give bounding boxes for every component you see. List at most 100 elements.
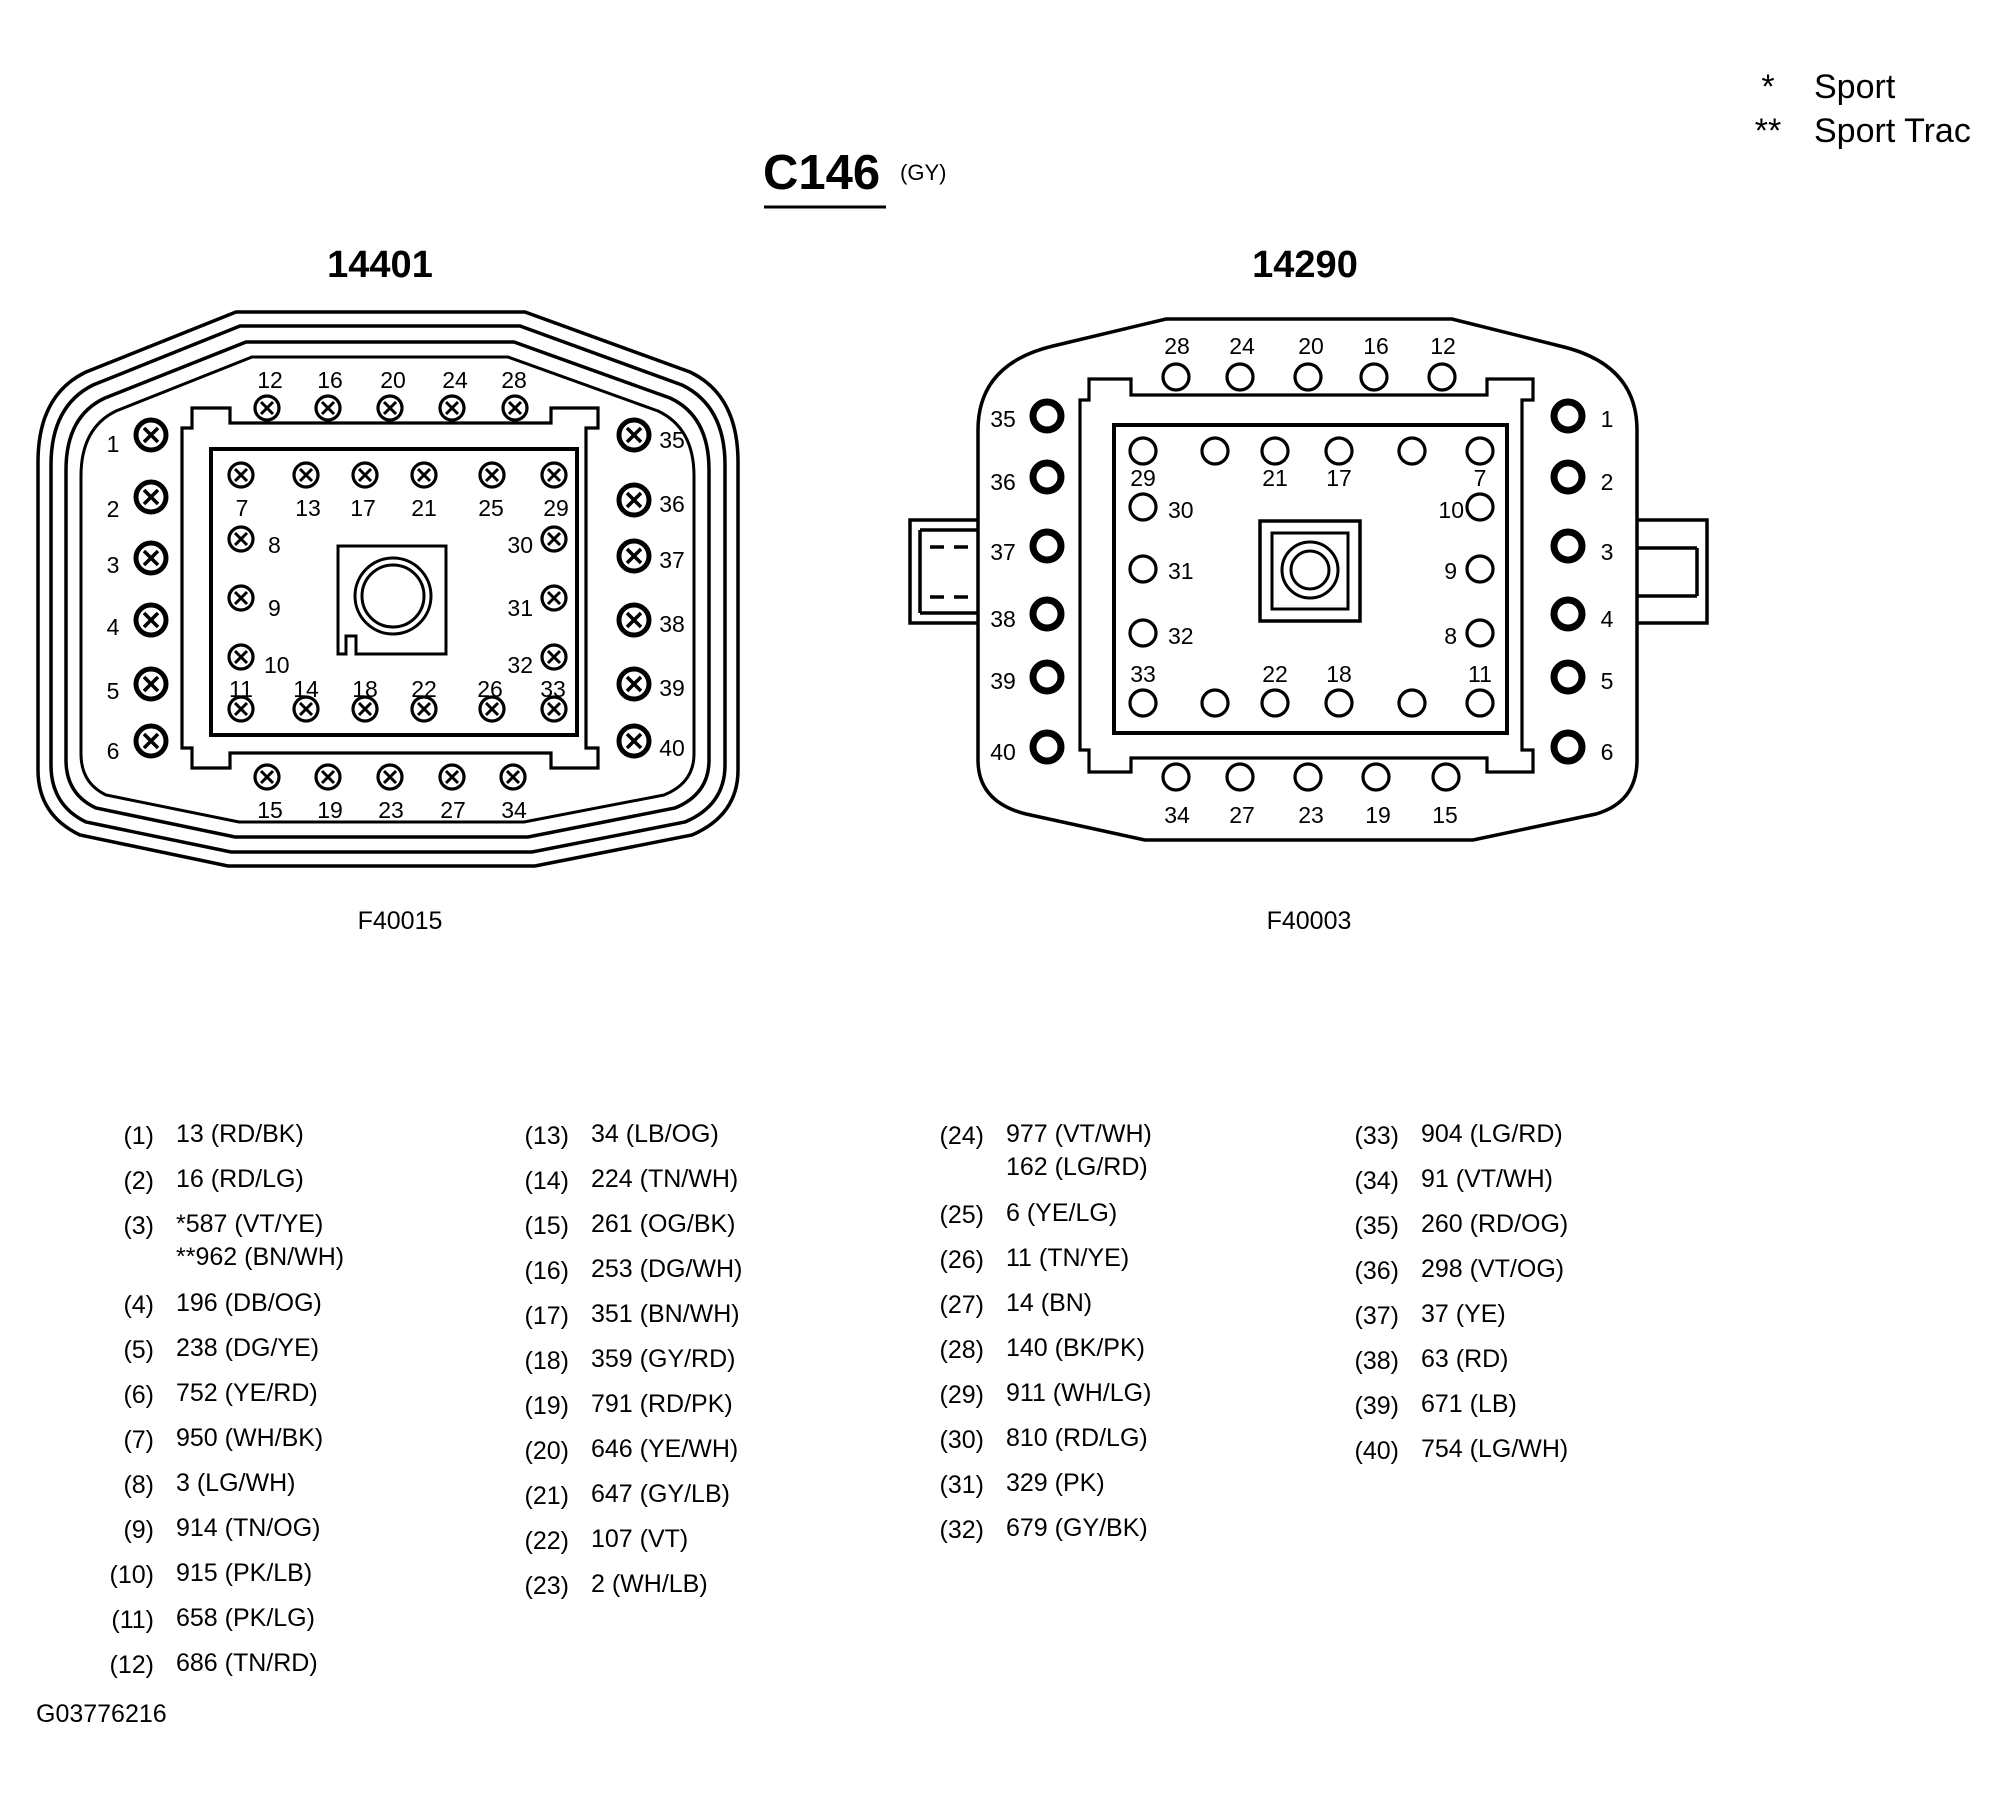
pin-terminal [1465,436,1495,466]
right-center-key [1258,519,1362,623]
pin-terminal [136,482,166,512]
pin-terminal [1128,554,1158,584]
left-side-pins: 1 2 3 4 5 6 [107,420,166,764]
pin-terminal [1029,596,1065,632]
pin-label: 36 [659,491,685,517]
pin-number: (37) [1354,1302,1399,1330]
pin-label: 30 [507,532,533,558]
pin-number: (11) [111,1606,154,1634]
pin-number: (40) [1354,1437,1399,1465]
pin-number: (16) [524,1257,569,1285]
pin-table-row: (40) 754 (LG/WH) [1353,1435,1733,1482]
pin-number: (14) [524,1167,569,1195]
circuit-code: 34 (LB/OG) [591,1120,719,1148]
left-part-number: 14401 [327,244,433,286]
pin-table-row: (12) 686 (TN/RD) [108,1649,488,1696]
circuit-codes: 810 (RD/LG) [1006,1422,1148,1455]
pin-terminal [1397,688,1427,718]
pin-terminal [540,461,568,489]
pin-terminal [1550,398,1586,434]
right-bottom-pins [1161,762,1461,792]
pin-label: 31 [1168,558,1194,584]
circuit-code: 351 (BN/WH) [591,1300,740,1328]
pin-table-column: (24)977 (VT/WH)162 (LG/RD)(25)6 (YE/LG)(… [938,1120,1318,1561]
pin-label: 7 [236,495,249,521]
pin-label: 25 [478,495,504,521]
left-top-pins: 12 16 20 24 28 [253,367,529,422]
pin-table-row: (21)647 (GY/LB) [523,1480,903,1527]
circuit-code: 658 (PK/LG) [176,1604,315,1632]
pin-number: (1) [123,1122,154,1150]
circuit-code: 647 (GY/LB) [591,1480,730,1508]
pin-terminal [1029,459,1065,495]
pin-label: 22 [411,676,437,702]
pin-number: (3) [123,1212,154,1240]
pin-number: (25) [939,1201,984,1229]
pin-terminal [1029,729,1065,765]
pin-label: 1 [1601,406,1614,432]
left-inner-left-pins: 8 9 10 [227,525,290,678]
pin-number: (20) [524,1437,569,1465]
pin-terminal [1427,362,1457,392]
pin-table-row: (7)950 (WH/BK) [108,1424,488,1471]
circuit-code: 261 (OG/BK) [591,1210,736,1238]
left-inner-right-pins: 30 31 32 [507,525,568,678]
pin-label: 13 [295,495,321,521]
pin-label: 16 [1363,333,1389,359]
pin-number: (12) [109,1651,154,1679]
pin-terminal [1550,729,1586,765]
circuit-code: 37 (YE) [1421,1300,1506,1328]
pin-terminal [1465,492,1495,522]
pin-terminal [1550,596,1586,632]
pin-terminal [619,485,649,515]
pin-terminal [1431,762,1461,792]
circuit-code: 107 (VT) [591,1525,689,1553]
left-center-post-inner [360,563,426,629]
left-bottom-pins: 15 19 23 27 34 [253,763,527,823]
pin-table-row: (6)752 (YE/RD) [108,1379,488,1426]
pin-table-row: (34)91 (VT/WH) [1353,1165,1733,1212]
pin-terminal [136,726,166,756]
pin-table-row: (11) 658 (PK/LG) [108,1604,488,1651]
pin-label: 3 [107,552,120,578]
pin-table-row: (22)107 (VT) [523,1525,903,1572]
pin-label: 9 [268,595,281,621]
legend-mark: * [1761,68,1775,106]
circuit-codes: 14 (BN) [1006,1287,1092,1320]
pin-terminal [1465,688,1495,718]
pin-number: (18) [524,1347,569,1375]
pin-label: 24 [1229,333,1255,359]
pin-terminal [136,420,166,450]
circuit-codes: 754 (LG/WH) [1421,1433,1568,1466]
left-center-key [336,544,448,656]
circuit-codes: 2 (WH/LB) [591,1568,708,1601]
pin-number: (6) [123,1381,154,1409]
pin-terminal [314,763,342,791]
pin-terminal [227,461,255,489]
pin-number: (17) [524,1302,569,1330]
pin-number: (19) [524,1392,569,1420]
pin-table-row: (24)977 (VT/WH)162 (LG/RD) [938,1120,1318,1201]
pin-number: (2) [123,1167,154,1195]
pin-table-row: (29)911 (WH/LG) [938,1379,1318,1426]
circuit-code: 329 (PK) [1006,1469,1105,1497]
circuit-codes: 224 (TN/WH) [591,1163,738,1196]
pin-table-row: (33)904 (LG/RD) [1353,1120,1733,1167]
circuit-codes: 686 (TN/RD) [176,1647,318,1680]
circuit-codes: 34 (LB/OG) [591,1118,719,1151]
pin-table-row: (30)810 (RD/LG) [938,1424,1318,1471]
pin-number: (7) [123,1426,154,1454]
pin-label: 20 [1298,333,1324,359]
pin-terminal [438,394,466,422]
pin-terminal [540,525,568,553]
pin-table-row: (18)359 (GY/RD) [523,1345,903,1392]
pin-number: (33) [1354,1122,1399,1150]
pin-label: 2 [1601,469,1614,495]
circuit-code: 914 (TN/OG) [176,1514,321,1542]
pin-label: 33 [1130,661,1156,687]
circuit-codes: 671 (LB) [1421,1388,1517,1421]
circuit-codes: 914 (TN/OG) [176,1512,320,1545]
pin-table-row: (37) 37 (YE) [1353,1300,1733,1347]
pin-label: 20 [380,367,406,393]
